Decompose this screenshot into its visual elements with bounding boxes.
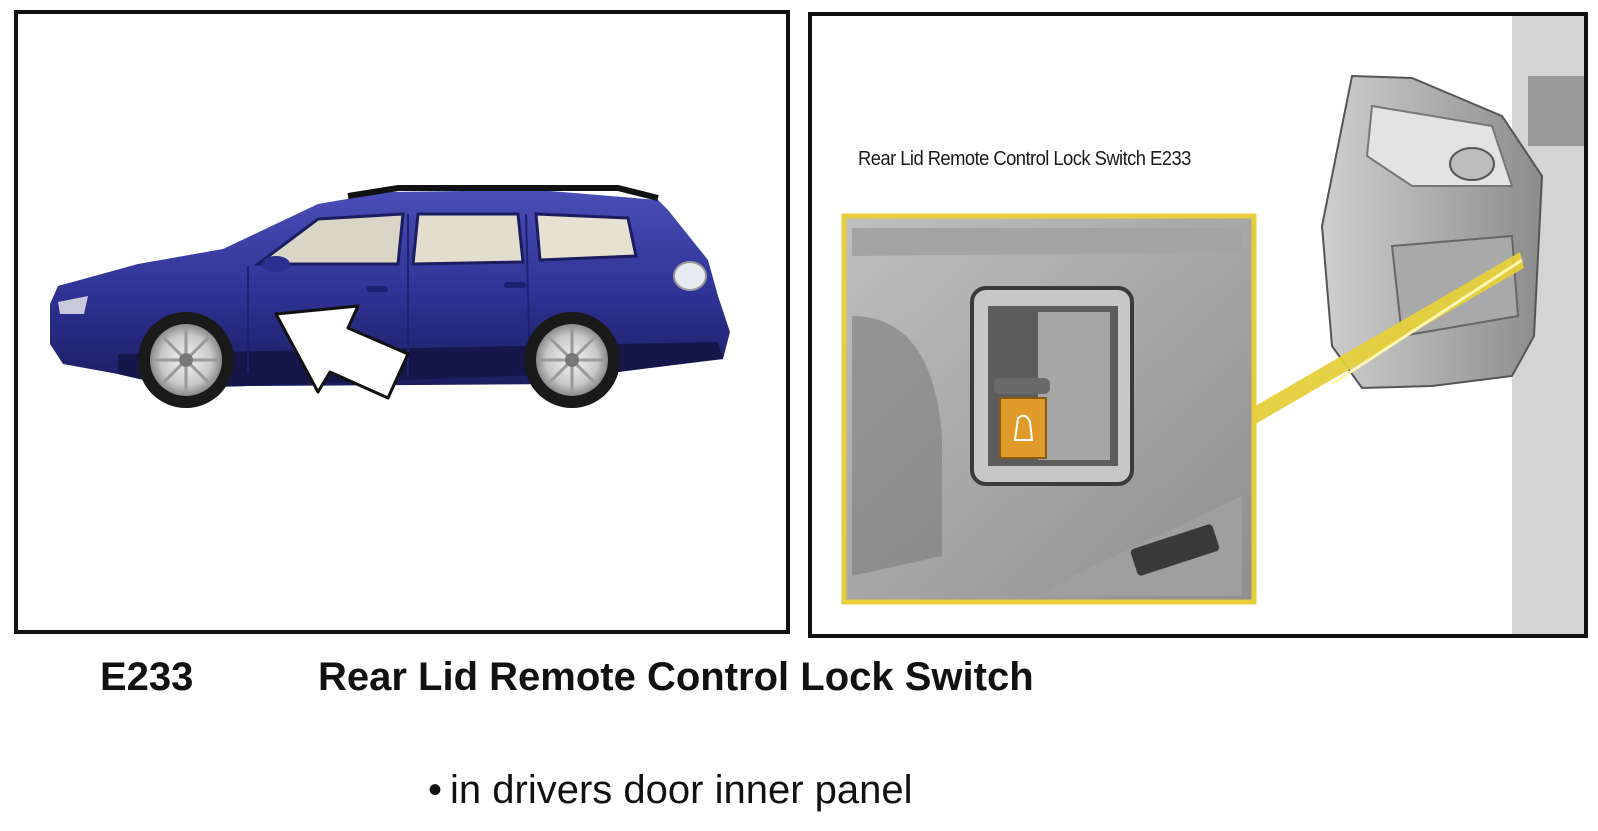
location-bullet: •in drivers door inner panel [428, 768, 913, 813]
door-panel-closeup-illustration [812, 16, 1584, 634]
front-wheel [138, 312, 234, 408]
callout-label: Rear Lid Remote Control Lock Switch E233 [858, 148, 1191, 171]
rear-lid-switch-button [1000, 398, 1046, 458]
component-title: Rear Lid Remote Control Lock Switch [318, 655, 1034, 700]
rear-window [536, 214, 636, 260]
rear-wheel [524, 312, 620, 408]
switch-detail-panel: Rear Lid Remote Control Lock Switch E233 [808, 12, 1588, 638]
bullet-icon: • [428, 768, 442, 812]
vehicle-image-panel [14, 10, 790, 634]
switch-closeup-inset [844, 216, 1254, 602]
component-code: E233 [100, 655, 193, 700]
bullet-text: in drivers door inner panel [450, 768, 912, 812]
station-wagon-illustration [18, 14, 786, 630]
middle-window [413, 214, 523, 264]
